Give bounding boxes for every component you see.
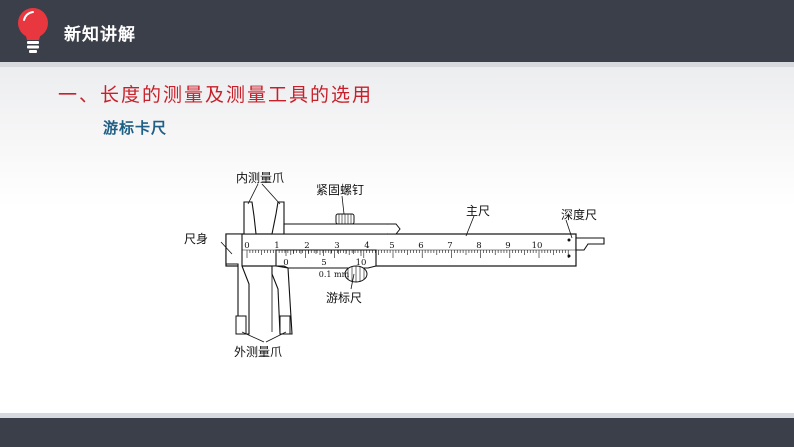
vernier-number: 10 (356, 258, 367, 268)
label-depth-rod: 深度尺 (561, 207, 597, 222)
main-scale-numbers: 0 1 2 3 4 5 6 7 8 9 10 (244, 241, 542, 251)
vernier-unit: 0.1 mm (319, 270, 350, 279)
label-inner-jaws: 内测量爪 (236, 171, 284, 185)
scale-number: 7 (447, 241, 452, 251)
label-vernier: 游标尺 (326, 291, 362, 305)
scale-number: 10 (532, 241, 543, 251)
label-body: 尺身 (184, 231, 208, 246)
header-divider (0, 62, 794, 67)
lock-screw-icon (335, 213, 355, 225)
scale-number: 0 (244, 241, 249, 251)
scale-number: 5 (389, 241, 394, 251)
scale-number: 6 (418, 241, 423, 251)
footer-bar (0, 418, 794, 447)
section-subtitle: 游标卡尺 (103, 119, 168, 137)
slider-frame (283, 223, 391, 235)
label-main-scale: 主尺 (466, 204, 490, 218)
footer-divider (0, 413, 794, 418)
vernier-number: 0 (283, 258, 288, 268)
fixed-inner-jaw (243, 201, 257, 235)
scale-number: 4 (364, 241, 369, 251)
fixed-outer-jaw (225, 233, 250, 335)
main-scale-ticks (246, 250, 569, 258)
scale-number: 2 (304, 241, 309, 251)
label-outer-jaws: 外测量爪 (234, 345, 282, 359)
thumb-wheel-icon (344, 265, 368, 283)
vernier-caliper-diagram: 0 1 2 3 4 5 6 7 8 9 10 0 5 10 0.1 mm 内测量… (184, 171, 605, 359)
scale-number: 3 (334, 241, 339, 251)
header-bar: 新知讲解 (0, 0, 794, 62)
section-title: 一、长度的测量及测量工具的选用 (58, 84, 374, 106)
scale-number: 1 (274, 241, 279, 251)
vernier-number: 5 (321, 258, 326, 268)
scale-number: 8 (476, 241, 481, 251)
label-lock-screw: 紧固螺钉 (316, 183, 364, 197)
header-title: 新知讲解 (64, 25, 136, 45)
lightbulb-icon (18, 8, 48, 53)
sliding-inner-jaw (271, 201, 285, 235)
scale-number: 9 (505, 241, 510, 251)
depth-rod (575, 237, 605, 251)
vernier-scale-ticks (285, 250, 362, 256)
